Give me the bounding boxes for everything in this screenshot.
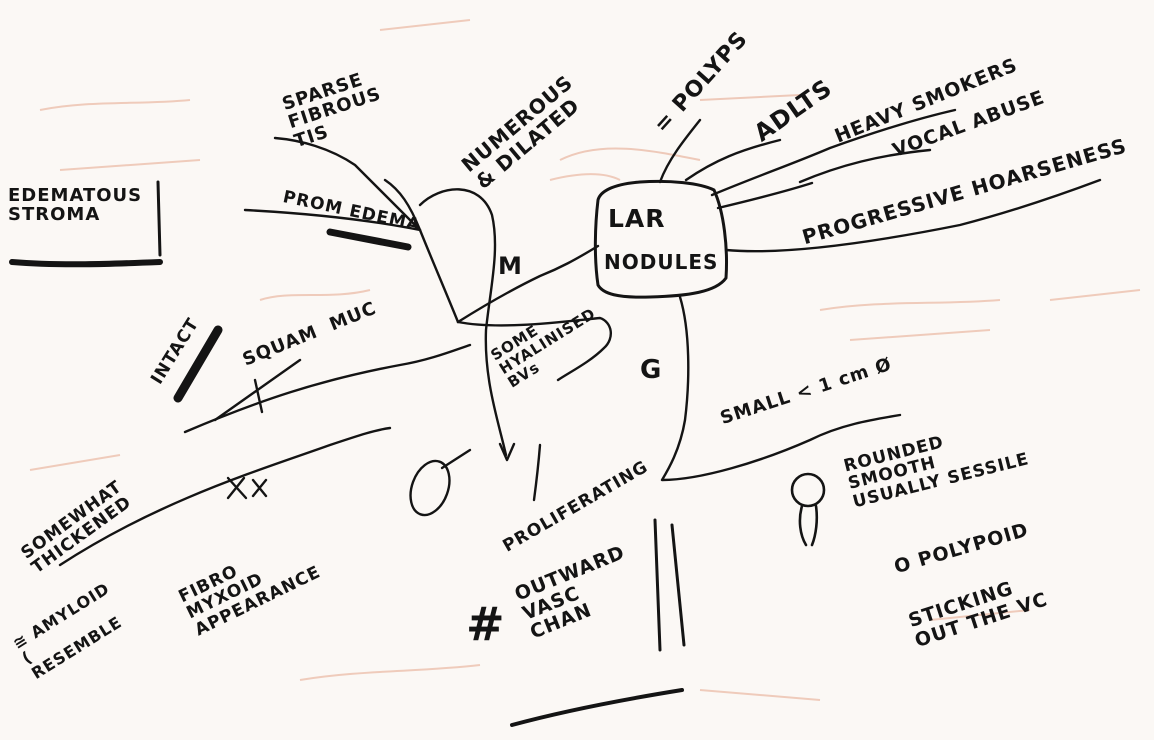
branch-vocal-abuse xyxy=(798,148,932,184)
branch-to-g xyxy=(660,295,902,482)
intact-bar xyxy=(173,325,223,403)
center-node-outline xyxy=(593,179,728,299)
lollipop-icon xyxy=(790,472,826,508)
somewhat-line xyxy=(58,426,392,567)
small-oval-icon xyxy=(409,459,451,517)
vasc-underline xyxy=(510,688,684,727)
squam-line xyxy=(183,343,472,434)
hash-symbol: # xyxy=(466,597,506,651)
branch-heavy-smokers xyxy=(710,108,957,197)
center-node-line1: LAR xyxy=(608,204,666,233)
label-g: G xyxy=(640,355,663,385)
edematous-underline xyxy=(9,259,163,268)
branch-prom-edema xyxy=(243,208,422,232)
loop-dilated xyxy=(418,188,508,457)
branch-join xyxy=(716,181,814,210)
label-edematous-stroma: EDEMATOUS STROMA xyxy=(8,185,143,226)
branch-to-m xyxy=(456,244,600,324)
prom-edema-underline xyxy=(326,228,412,251)
branch-polyps xyxy=(658,118,702,184)
branch-progressive xyxy=(724,178,1102,253)
branch-sparse xyxy=(273,136,422,232)
label-m: M xyxy=(498,252,523,280)
center-node-line2: NODULES xyxy=(604,250,719,274)
branch-adults xyxy=(684,138,782,182)
